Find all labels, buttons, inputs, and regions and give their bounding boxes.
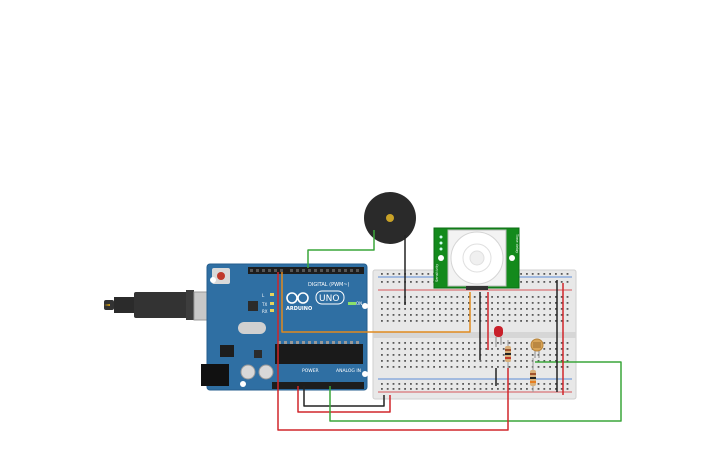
atmega-chip xyxy=(275,344,363,364)
on-led-label: ON xyxy=(356,301,362,306)
pir-sensitivity-label: Sensitivity xyxy=(435,264,439,282)
pir-time-delay-label: Time delay xyxy=(515,233,519,253)
uno-label: UNO xyxy=(319,294,339,304)
photoresistor[interactable] xyxy=(530,338,544,358)
tx-led-label: TX xyxy=(261,302,267,307)
wire-red-5v[interactable] xyxy=(297,386,391,413)
wire-black-gnd[interactable] xyxy=(303,386,385,407)
wire-orange-pir[interactable] xyxy=(281,272,471,333)
arduino-brand: ARDUINO xyxy=(286,306,312,312)
analog-label: ANALOG IN xyxy=(336,368,361,374)
power-analog-header[interactable] xyxy=(272,382,364,389)
red-led[interactable] xyxy=(494,326,503,347)
digital-label: DIGITAL (PWM~) xyxy=(308,282,350,288)
arduino-logo xyxy=(286,292,309,304)
resistor-led[interactable] xyxy=(505,340,511,368)
piezo-buzzer[interactable] xyxy=(364,192,416,244)
pir-motion-sensor[interactable]: Sensitivity Time delay xyxy=(433,227,520,290)
power-label: POWER xyxy=(302,368,319,374)
wires xyxy=(277,230,622,431)
wire-green-buzzer[interactable] xyxy=(307,230,375,268)
arduino-uno-board[interactable]: DIGITAL (PWM~) UNO ARDUINO L TX RX ON xyxy=(201,263,368,391)
l-led-label: L xyxy=(262,293,265,298)
resistor-ldr[interactable] xyxy=(530,358,536,392)
wire-green-analog[interactable] xyxy=(329,361,622,422)
digital-header[interactable] xyxy=(248,267,364,274)
power-jack[interactable] xyxy=(201,364,229,386)
rx-led-label: RX xyxy=(262,309,268,314)
wire-red-led[interactable] xyxy=(277,272,509,431)
